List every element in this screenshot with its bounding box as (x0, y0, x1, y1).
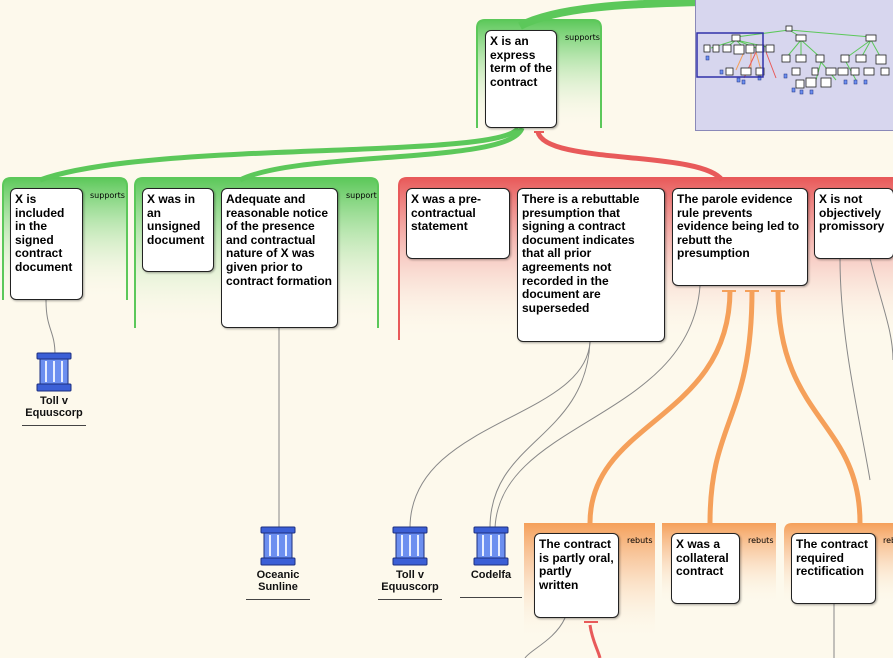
rebuts-label-2: rebuts (748, 536, 774, 545)
node-root[interactable]: X is an express term of the contract (485, 30, 557, 128)
case-toll-2-underline (378, 599, 442, 600)
case-toll-1-underline (22, 425, 86, 426)
node-presumption[interactable]: There is a rebuttable presumption that s… (517, 188, 665, 342)
connectors (39, 0, 863, 658)
node-unsigned[interactable]: X was in an unsigned document (142, 188, 214, 272)
node-partly-oral[interactable]: The contract is partly oral, partly writ… (534, 533, 619, 618)
case-toll-2-label: Toll v Equuscorp (381, 569, 439, 593)
rebuts-label-3: rebuts (883, 536, 893, 545)
case-toll-2[interactable]: Toll v Equuscorp (378, 526, 442, 600)
case-toll-1[interactable]: Toll v Equuscorp (22, 352, 86, 426)
case-codelfa-underline (460, 597, 522, 598)
case-oceanic-underline (246, 599, 310, 600)
column-pillar-icon (260, 526, 296, 566)
evidence-links (45, 257, 893, 658)
partly-oral-down-link (588, 624, 602, 658)
root-to-parent-link (518, 0, 701, 30)
included-supports-label: supports (90, 191, 125, 200)
node-rectification[interactable]: The contract required rectification (791, 533, 876, 604)
root-to-notice-link (238, 126, 525, 183)
root-to-included-link (39, 126, 521, 183)
parole-to-rebuts-1 (587, 289, 733, 524)
node-notice[interactable]: Adequate and reasonable notice of the pr… (221, 188, 338, 328)
column-pillar-icon (473, 526, 509, 566)
minimap-tree (696, 0, 893, 130)
rebuts-label-1: rebuts (627, 536, 653, 545)
parole-to-rebuts-2 (707, 289, 755, 524)
parole-to-rebuts-3 (775, 289, 863, 524)
minimap-viewport-box (696, 32, 764, 78)
case-oceanic-label: Oceanic Sunline (256, 569, 300, 593)
node-precontractual[interactable]: X was a pre-contractual statement (406, 188, 510, 259)
minimap-overview[interactable] (695, 0, 893, 131)
root-to-opposes-link (535, 130, 725, 182)
root-supports-label: supports (565, 33, 600, 42)
case-codelfa-label: Codelfa (470, 569, 512, 581)
case-codelfa[interactable]: Codelfa (460, 526, 522, 598)
node-included[interactable]: X is included in the signed contract doc… (10, 188, 83, 300)
notice-supports-label: support (346, 191, 377, 200)
case-toll-1-label: Toll v Equuscorp (25, 395, 83, 419)
node-promissory[interactable]: X is not objectively promissory (814, 188, 893, 259)
column-pillar-icon (392, 526, 428, 566)
case-oceanic[interactable]: Oceanic Sunline (246, 526, 310, 600)
node-parole[interactable]: The parole evidence rule prevents eviden… (672, 188, 808, 286)
node-collateral[interactable]: X was a collateral contract (671, 533, 740, 604)
column-pillar-icon (36, 352, 72, 392)
